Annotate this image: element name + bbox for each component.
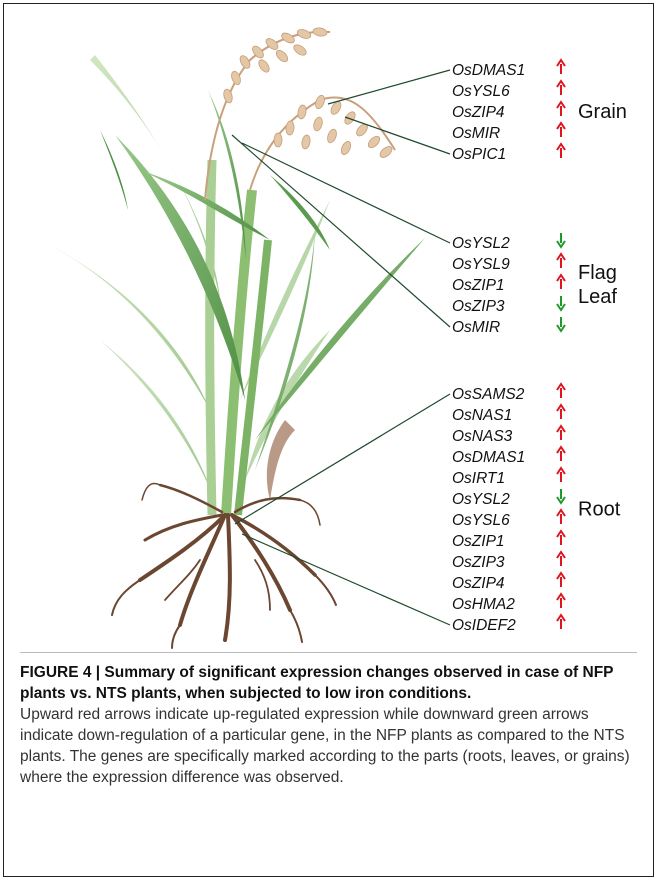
up-arrow-icon xyxy=(557,123,565,137)
rice-plant-diagram: OsDMAS1OsYSL6OsZIP4OsMIROsPIC1OsYSL2OsYS… xyxy=(0,0,657,650)
up-arrow-icon xyxy=(557,573,565,587)
up-arrow-icon xyxy=(557,531,565,545)
up-arrow-icon xyxy=(557,426,565,440)
up-arrow-icon xyxy=(557,615,565,629)
up-arrow-icon xyxy=(557,384,565,398)
down-arrow-icon xyxy=(557,489,565,503)
caption-body: Upward red arrows indicate up-regulated … xyxy=(20,704,640,788)
gene-label: OsYSL2 xyxy=(452,235,510,252)
leader-line xyxy=(328,70,450,104)
down-arrow-icon xyxy=(557,233,565,247)
up-arrow-icon xyxy=(557,60,565,74)
gene-label: OsHMA2 xyxy=(452,596,515,613)
up-arrow-icon xyxy=(557,275,565,289)
rice-plant-illustration xyxy=(40,27,425,648)
gene-label: OsZIP4 xyxy=(452,575,505,592)
gene-label: OsNAS1 xyxy=(452,407,512,424)
up-arrow-icon xyxy=(557,468,565,482)
gene-label: OsSAMS2 xyxy=(452,386,525,403)
group-label: Grain xyxy=(578,101,627,123)
down-arrow-icon xyxy=(557,317,565,331)
gene-label: OsMIR xyxy=(452,319,500,336)
gene-label: OsZIP4 xyxy=(452,104,505,121)
up-arrow-icon xyxy=(557,447,565,461)
group-label: Root xyxy=(578,499,621,521)
gene-label: OsNAS3 xyxy=(452,428,513,445)
figure-caption: FIGURE 4 | Summary of significant expres… xyxy=(20,662,640,788)
gene-label: OsDMAS1 xyxy=(452,449,525,466)
up-arrow-icon xyxy=(557,510,565,524)
leader-line xyxy=(235,394,450,524)
gene-label: OsIDEF2 xyxy=(452,617,516,634)
gene-label: OsZIP3 xyxy=(452,554,505,571)
group-label: Leaf xyxy=(578,286,617,308)
gene-label: OsYSL6 xyxy=(452,512,510,529)
up-arrow-icon xyxy=(557,81,565,95)
up-arrow-icon xyxy=(557,144,565,158)
gene-label: OsPIC1 xyxy=(452,146,506,163)
gene-label: OsDMAS1 xyxy=(452,62,525,79)
group-label: Flag xyxy=(578,262,617,284)
gene-label: OsYSL9 xyxy=(452,256,510,273)
gene-label: OsYSL2 xyxy=(452,491,510,508)
down-arrow-icon xyxy=(557,296,565,310)
gene-lists: OsDMAS1OsYSL6OsZIP4OsMIROsPIC1OsYSL2OsYS… xyxy=(452,60,565,634)
up-arrow-icon xyxy=(557,254,565,268)
caption-title: FIGURE 4 | Summary of significant expres… xyxy=(20,662,640,704)
gene-label: OsZIP3 xyxy=(452,298,505,315)
gene-label: OsIRT1 xyxy=(452,470,505,487)
up-arrow-icon xyxy=(557,102,565,116)
caption-divider xyxy=(20,652,637,653)
gene-label: OsYSL6 xyxy=(452,83,510,100)
up-arrow-icon xyxy=(557,552,565,566)
leader-line xyxy=(242,143,450,243)
gene-label: OsZIP1 xyxy=(452,533,505,550)
gene-label: OsZIP1 xyxy=(452,277,505,294)
up-arrow-icon xyxy=(557,405,565,419)
up-arrow-icon xyxy=(557,594,565,608)
gene-label: OsMIR xyxy=(452,125,500,142)
